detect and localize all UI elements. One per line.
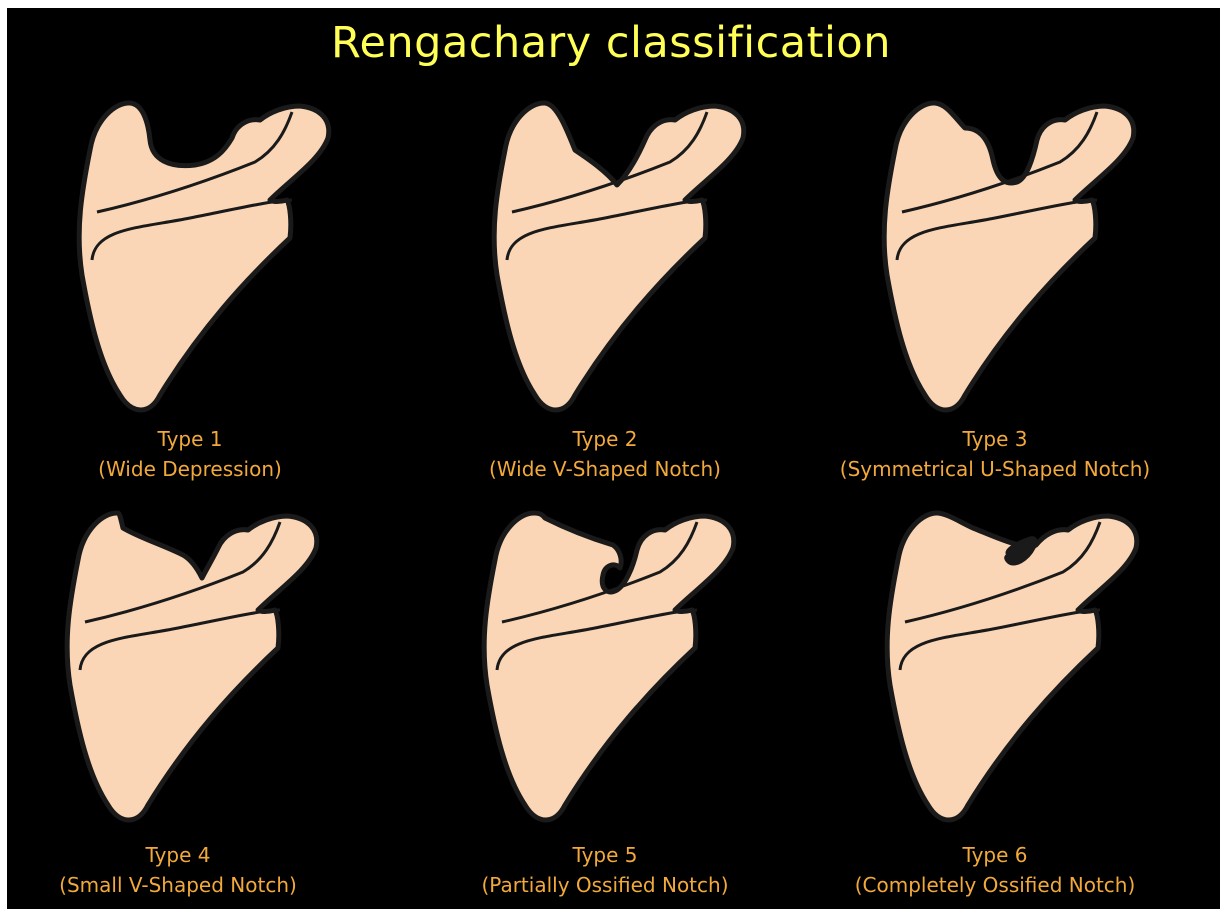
type-description: (Wide V-Shaped Notch) — [415, 454, 795, 484]
scapula-type-5 — [484, 513, 734, 820]
caption-type-2: Type 2 (Wide V-Shaped Notch) — [415, 424, 795, 484]
scapula-type-4 — [67, 513, 317, 820]
caption-type-5: Type 5 (Partially Ossified Notch) — [415, 840, 795, 900]
type-description: (Partially Ossified Notch) — [415, 870, 795, 900]
scapula-type-2 — [494, 103, 744, 410]
type-name: Type 2 — [415, 424, 795, 454]
scapula-outline — [67, 513, 317, 820]
type-description: (Symmetrical U-Shaped Notch) — [805, 454, 1185, 484]
type-description: (Completely Ossified Notch) — [805, 870, 1185, 900]
type-name: Type 3 — [805, 424, 1185, 454]
type-name: Type 5 — [415, 840, 795, 870]
caption-type-4: Type 4 (Small V-Shaped Notch) — [0, 840, 368, 900]
scapula-outline — [484, 513, 734, 820]
scapula-outline — [494, 103, 744, 410]
type-name: Type 6 — [805, 840, 1185, 870]
scapula-outline — [884, 103, 1134, 410]
scapula-type-1 — [79, 103, 329, 410]
caption-type-6: Type 6 (Completely Ossified Notch) — [805, 840, 1185, 900]
type-description: (Wide Depression) — [0, 454, 380, 484]
scapula-outline — [79, 103, 329, 410]
type-name: Type 4 — [0, 840, 368, 870]
caption-type-1: Type 1 (Wide Depression) — [0, 424, 380, 484]
caption-type-3: Type 3 (Symmetrical U-Shaped Notch) — [805, 424, 1185, 484]
type-description: (Small V-Shaped Notch) — [0, 870, 368, 900]
scapula-type-3 — [884, 103, 1134, 410]
type-name: Type 1 — [0, 424, 380, 454]
scapula-type-6 — [887, 513, 1137, 820]
